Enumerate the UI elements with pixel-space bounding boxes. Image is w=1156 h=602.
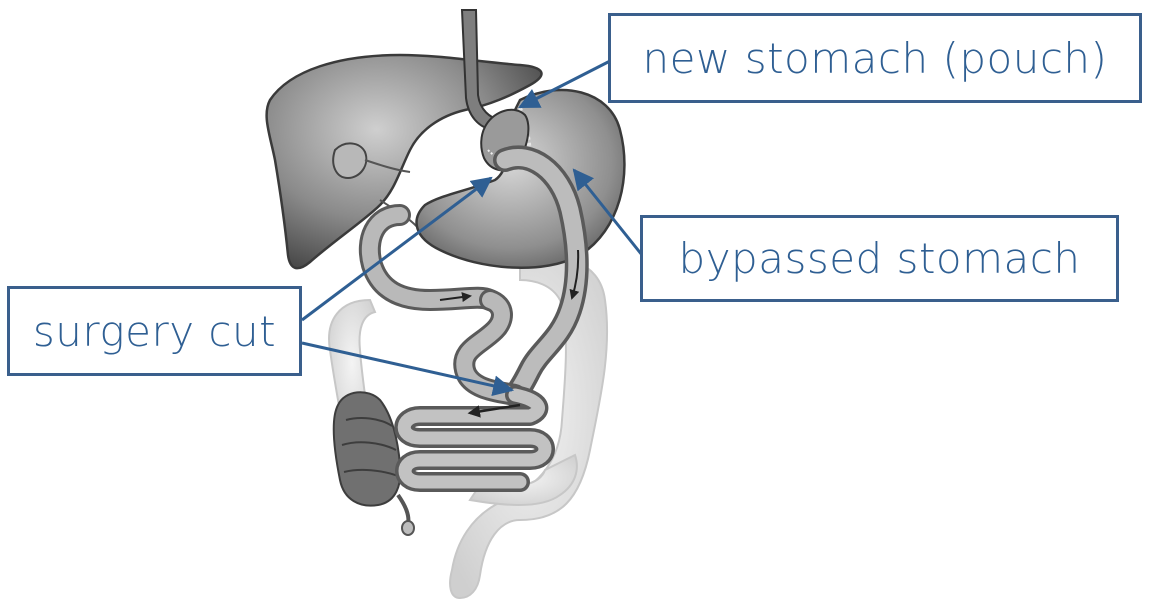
- small-intestine-coils: [404, 395, 545, 482]
- label-surgery-cut-text: surgery cut: [33, 307, 276, 356]
- label-surgery-cut: surgery cut: [7, 286, 302, 376]
- label-bypassed-stomach-text: bypassed stomach: [679, 234, 1081, 283]
- label-new-stomach-pouch-text: new stomach (pouch): [643, 34, 1108, 83]
- label-new-stomach-pouch: new stomach (pouch): [608, 13, 1142, 103]
- label-bypassed-stomach: bypassed stomach: [640, 215, 1119, 302]
